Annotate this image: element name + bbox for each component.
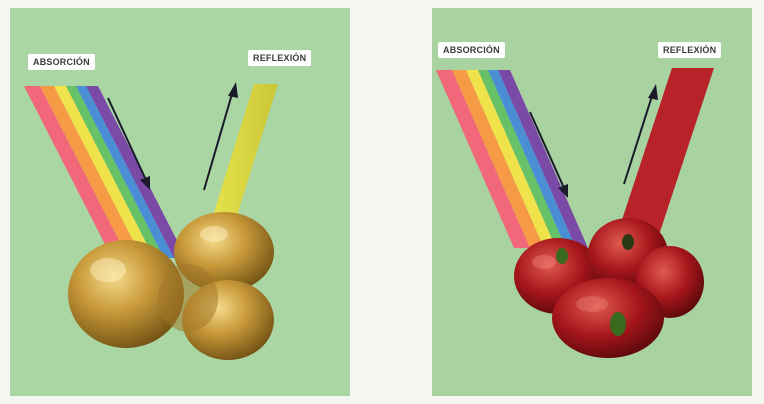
right-illustration	[432, 8, 752, 396]
left-reflection-label: REFLEXIÓN	[248, 50, 311, 66]
left-diagram-panel: ABSORCIÓN REFLEXIÓN	[10, 8, 350, 396]
right-reflected-beam	[614, 68, 714, 244]
right-rainbow-beam	[436, 70, 588, 248]
left-rainbow-beam	[24, 86, 186, 258]
right-absorption-label: ABSORCIÓN	[438, 42, 505, 58]
left-absorption-label: ABSORCIÓN	[28, 54, 95, 70]
right-reflection-label: REFLEXIÓN	[658, 42, 721, 58]
right-diagram-panel: ABSORCIÓN REFLEXIÓN	[432, 8, 752, 396]
